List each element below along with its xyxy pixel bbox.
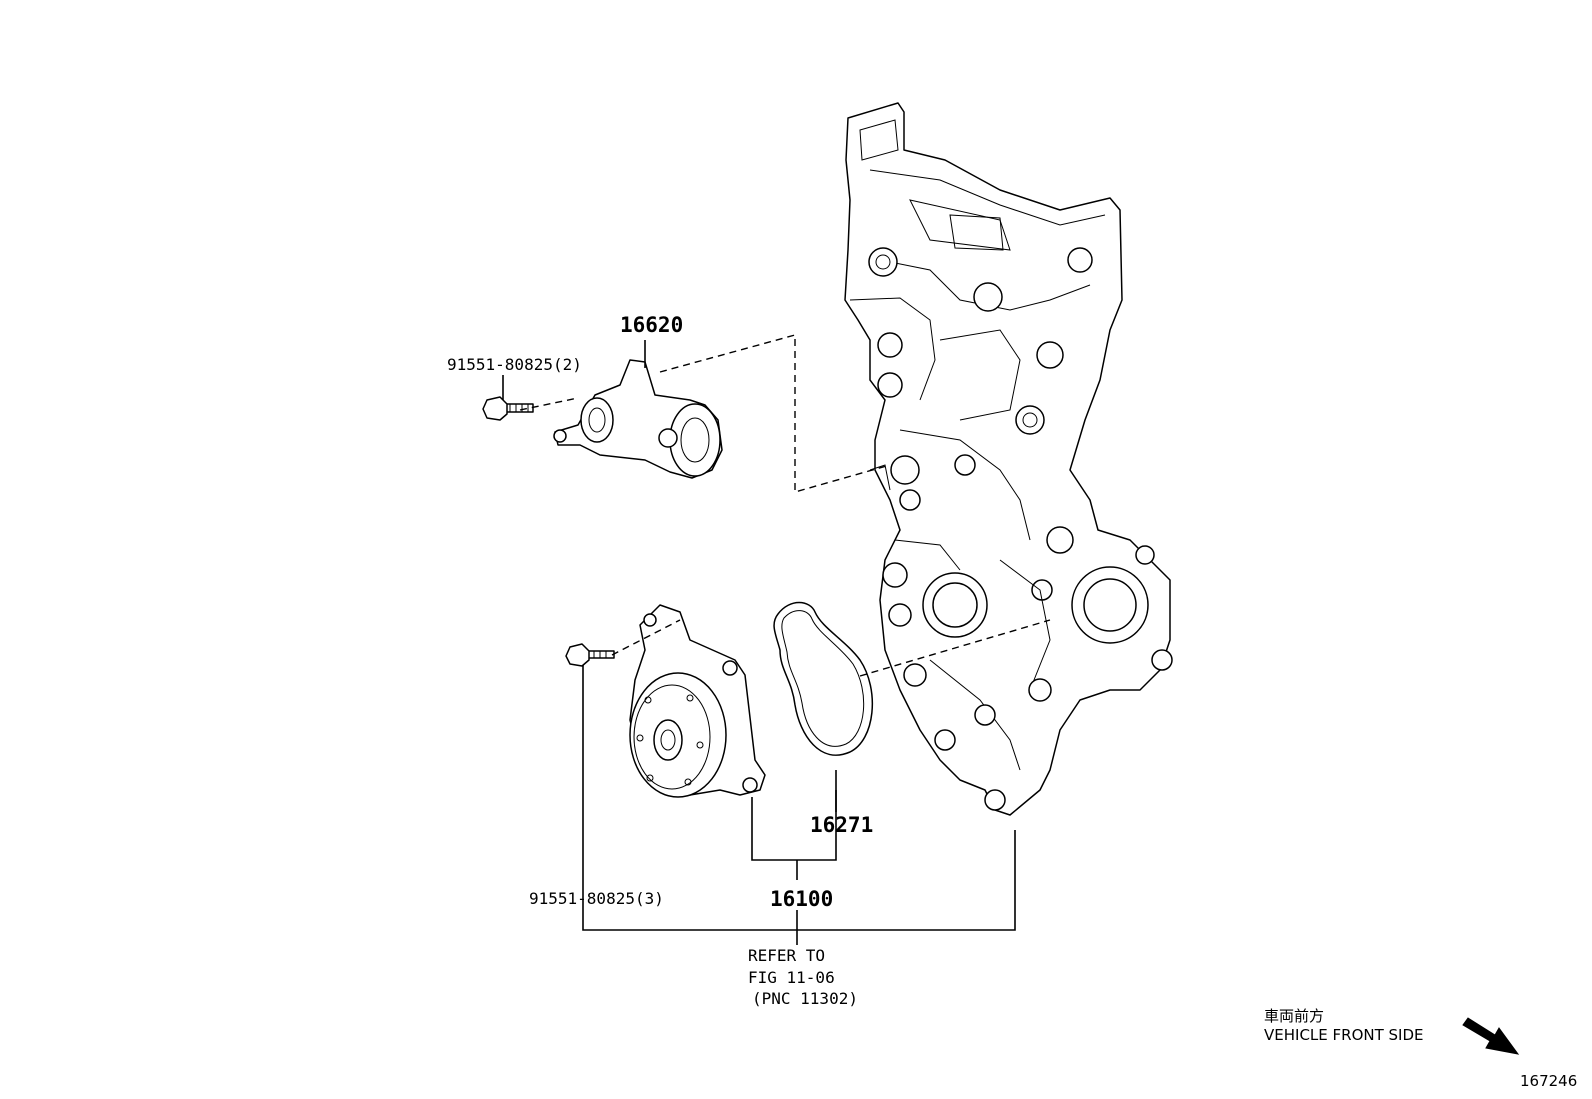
front-side-english: VEHICLE FRONT SIDE [1264,1026,1424,1044]
tensioner-drawing [553,359,723,479]
timing-cover-drawing [844,102,1173,816]
reference-line-3: (PNC 11302) [752,989,858,1008]
label-tensioner: 16620 [620,313,683,337]
tensioner-bolt-drawing [482,396,534,421]
pump-bolt-drawing [565,643,615,667]
figure-id: 167246 [1520,1072,1577,1090]
reference-line-2: FIG 11-06 [748,968,835,987]
leader-lines [502,340,1016,945]
reference-line-1: REFER TO [748,946,825,965]
front-side-japanese: 車両前方 [1264,1007,1324,1025]
gasket-drawing [773,601,873,756]
label-pump-bolt: 91551-80825(3) [529,889,664,908]
dashed-guides [519,334,1051,677]
label-gasket: 16271 [810,813,873,837]
label-water-pump: 16100 [770,887,833,911]
water-pump-drawing [629,604,766,798]
arrow-down-right-icon [1462,1017,1520,1055]
label-tensioner-bolt: 91551-80825(2) [447,355,582,374]
